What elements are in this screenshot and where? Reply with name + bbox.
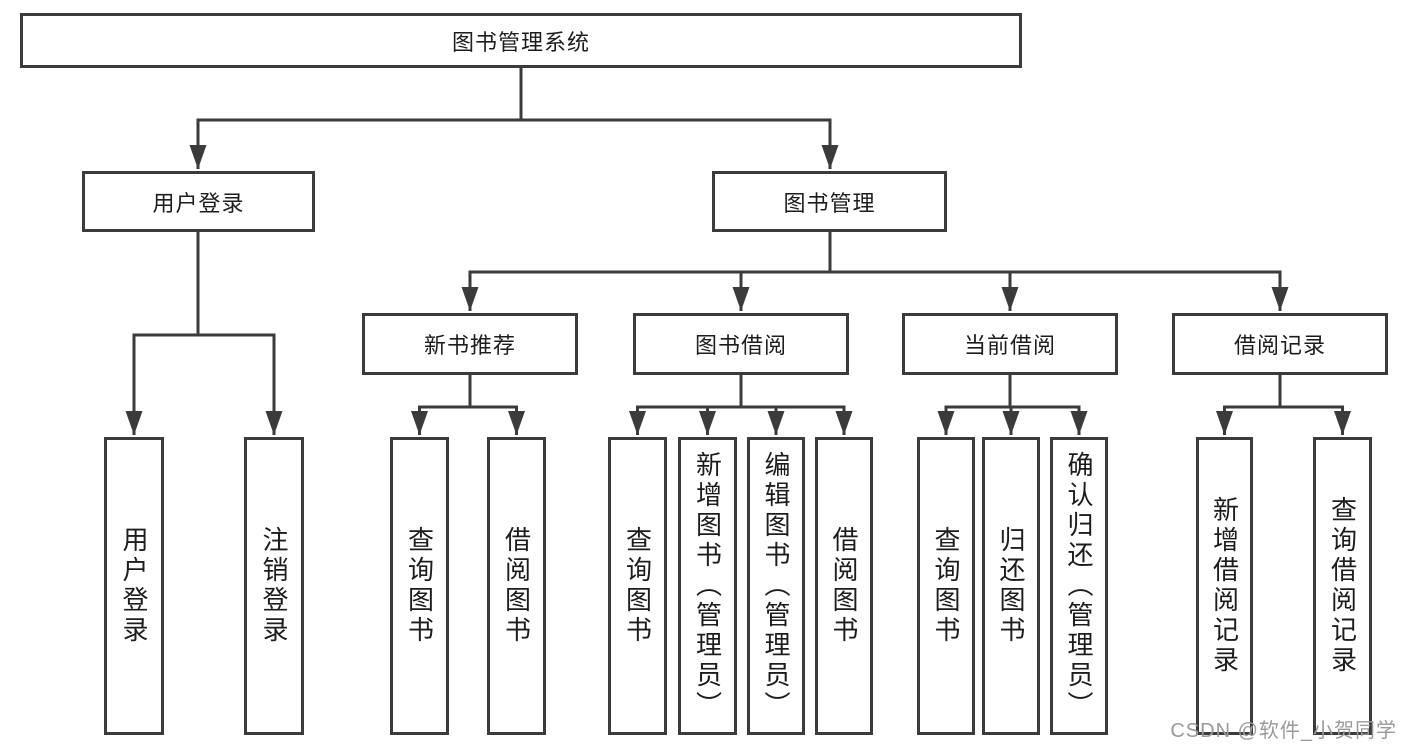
node-logout-action: 注销登录	[244, 437, 304, 735]
node-book-management: 图书管理	[712, 171, 947, 232]
node-nbr-borrow-book: 借阅图书	[487, 437, 546, 735]
node-bb-edit-book-admin: 编辑图书（管理员）	[747, 437, 805, 735]
node-bb-search-book: 查询图书	[608, 437, 667, 735]
node-cb-confirm-return-admin: 确认归还（管理员）	[1050, 437, 1108, 735]
node-root: 图书管理系统	[20, 13, 1022, 68]
edge-new-book-recommend-branch	[411, 375, 525, 435]
node-book-borrow: 图书借阅	[633, 313, 849, 375]
node-cb-return-book: 归还图书	[982, 437, 1040, 735]
node-current-borrow: 当前借阅	[902, 313, 1118, 375]
edge-current-borrow-branch	[937, 375, 1088, 435]
edge-root-to-level2	[189, 68, 839, 169]
node-user-login: 用户登录	[82, 171, 315, 232]
node-bb-borrow-book: 借阅图书	[815, 437, 873, 735]
node-user-login-action: 用户登录	[104, 437, 164, 735]
node-bb-add-book-admin: 新增图书（管理员）	[678, 437, 737, 735]
node-new-book-recommend: 新书推荐	[362, 313, 578, 375]
edge-user-login-branch	[125, 232, 283, 435]
node-cb-search-book: 查询图书	[917, 437, 975, 735]
edge-book-management-branch	[461, 232, 1289, 311]
csdn-watermark: CSDN @软件_小贺同学	[1170, 720, 1397, 742]
node-nbr-search-book: 查询图书	[390, 437, 449, 735]
edge-book-borrow-branch	[629, 375, 853, 435]
node-br-search-record: 查询借阅记录	[1313, 437, 1372, 735]
edge-borrow-record-branch	[1216, 375, 1351, 435]
node-br-add-record: 新增借阅记录	[1196, 437, 1253, 735]
node-borrow-record: 借阅记录	[1172, 313, 1388, 375]
